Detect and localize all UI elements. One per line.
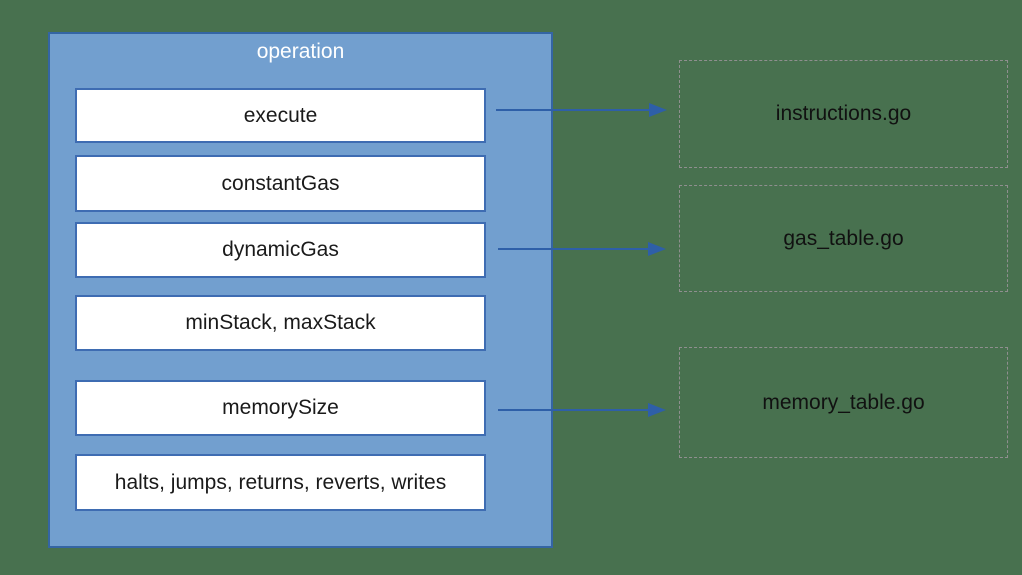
field-constant-gas: constantGas — [75, 155, 486, 212]
arrow-head-icon — [648, 242, 666, 256]
operation-panel: operation execute constantGas dynamicGas… — [48, 32, 553, 548]
operation-panel-title: operation — [256, 40, 345, 63]
field-execute: execute — [75, 88, 486, 143]
field-dynamic-gas: dynamicGas — [75, 222, 486, 278]
arrow-head-icon — [648, 403, 666, 417]
arrow-head-icon — [649, 103, 667, 117]
field-memory-size: memorySize — [75, 380, 486, 436]
file-instructions-go: instructions.go — [679, 60, 1008, 168]
file-gas-table-go: gas_table.go — [679, 185, 1008, 292]
file-memory-table-go: memory_table.go — [679, 347, 1008, 458]
field-flags: halts, jumps, returns, reverts, writes — [75, 454, 486, 511]
field-min-max-stack: minStack, maxStack — [75, 295, 486, 351]
